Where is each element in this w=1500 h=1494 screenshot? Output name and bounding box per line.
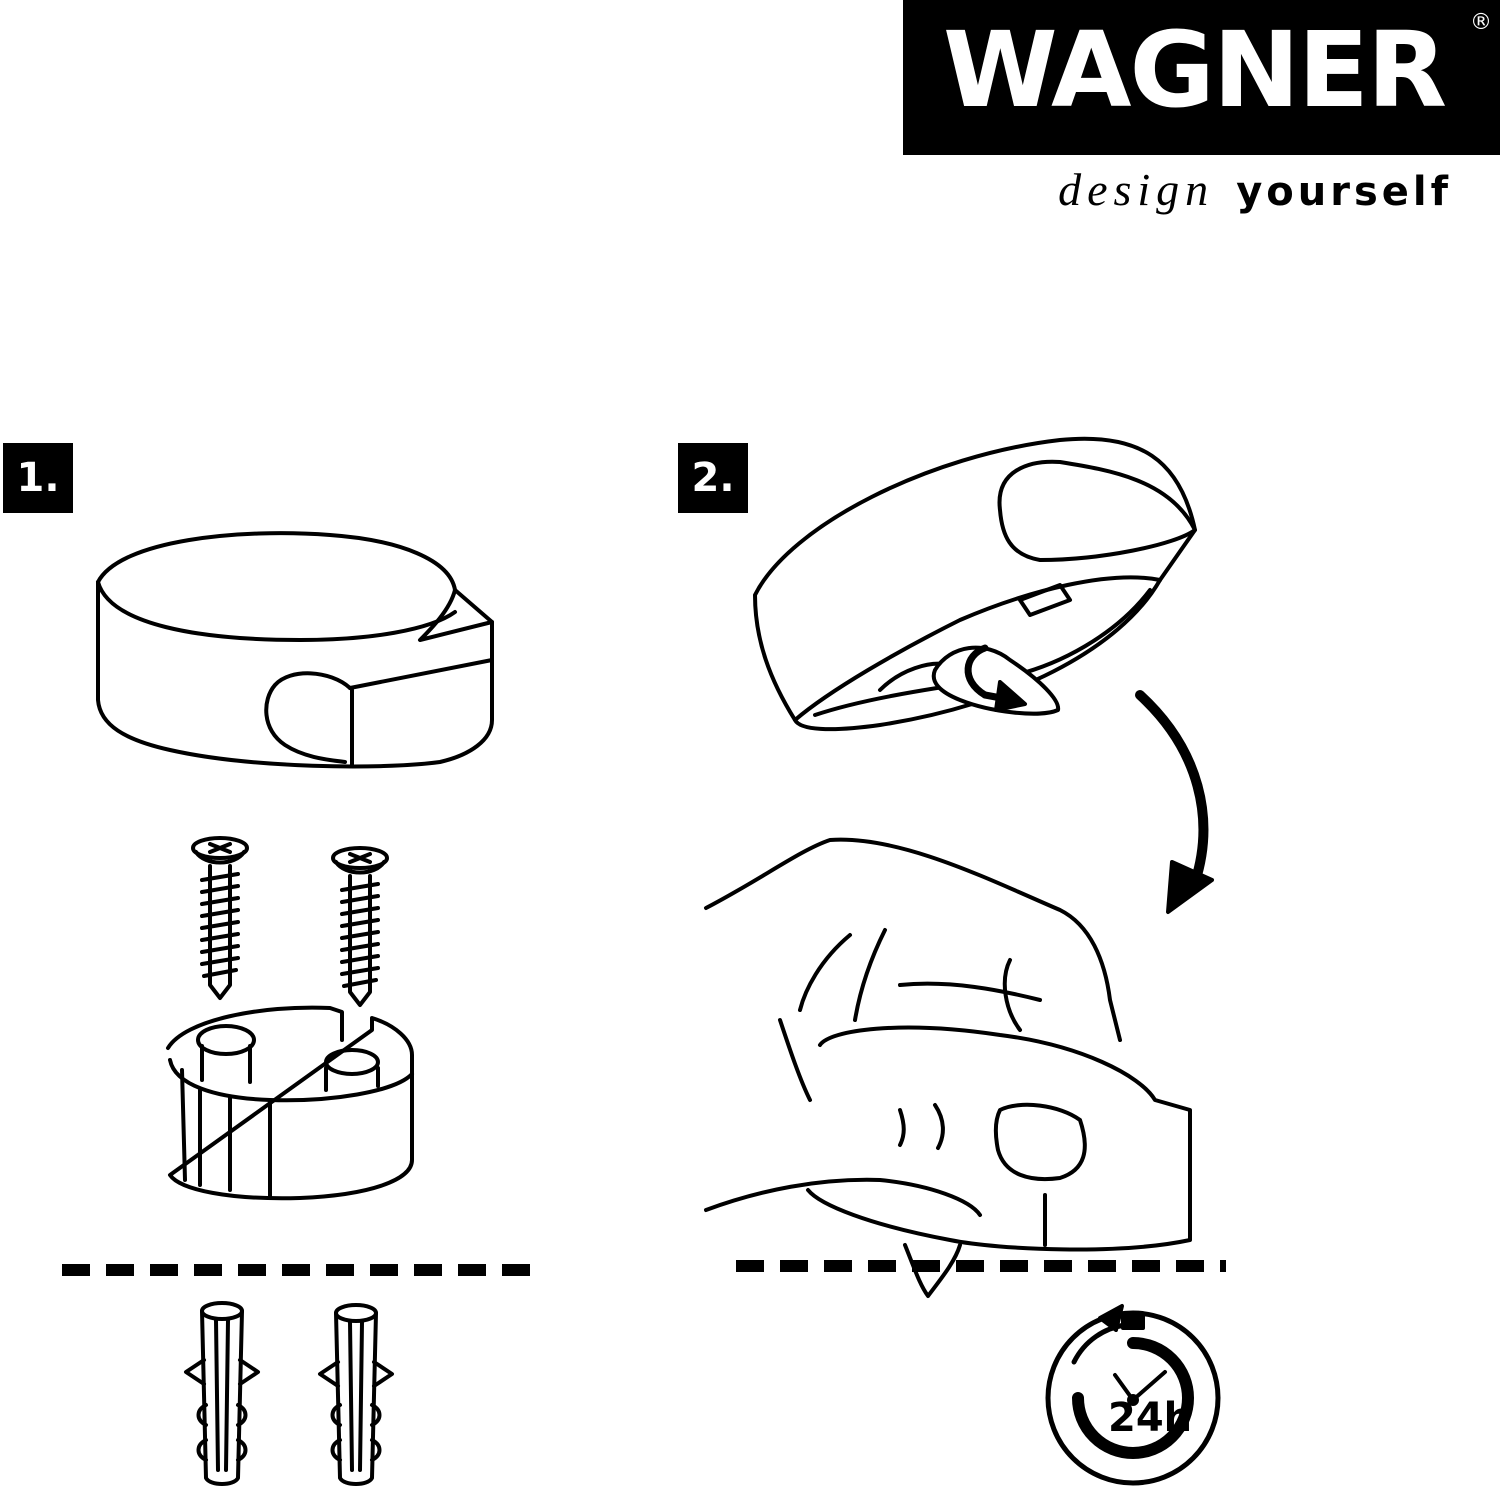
- brand-name: WAGNER: [943, 9, 1447, 131]
- step-2-badge: 2.: [678, 443, 748, 513]
- screw-icon: [191, 836, 249, 1000]
- wall-plug-icon: [318, 1303, 394, 1486]
- brand-logo: WAGNER ®: [903, 0, 1500, 155]
- timer-24h-label: 24h: [1108, 1395, 1193, 1441]
- step-1-badge: 1.: [3, 443, 73, 513]
- curved-arrow-icon: [1135, 690, 1214, 914]
- wall-plug-icon: [184, 1301, 260, 1486]
- tagline: design yourself: [1058, 166, 1452, 213]
- mounting-base-icon: [166, 1005, 414, 1201]
- peel-film-arrow-icon: [931, 644, 1061, 716]
- holder-icon: [96, 531, 494, 769]
- screw-icon: [331, 846, 389, 1007]
- registered-mark: ®: [1470, 10, 1492, 35]
- clock-24h-icon: [1045, 1304, 1221, 1486]
- tagline-design: design: [1058, 164, 1215, 215]
- hand-icon: [704, 837, 1192, 1298]
- tagline-yourself: yourself: [1236, 169, 1452, 215]
